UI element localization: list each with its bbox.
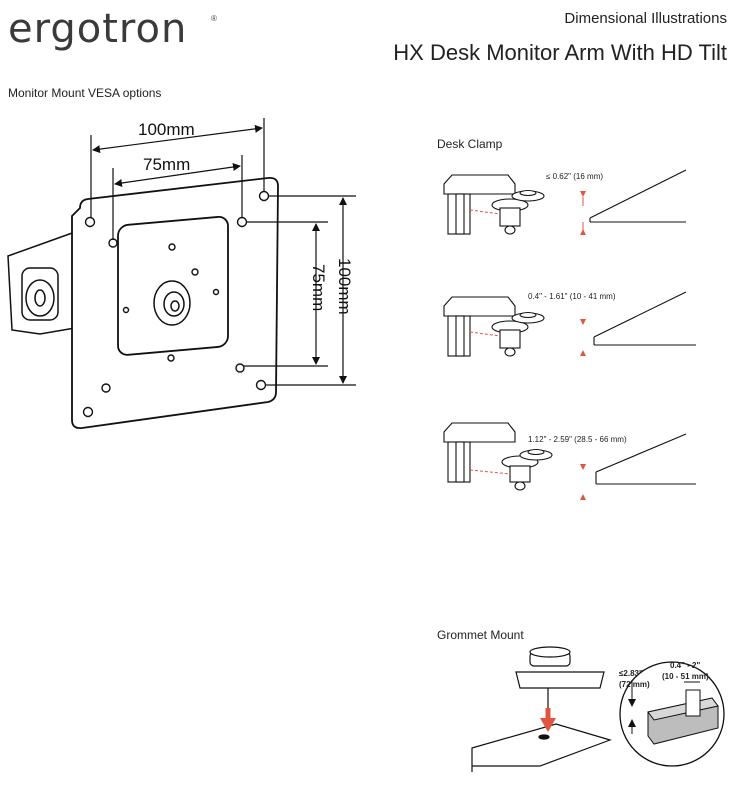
dim-75mm-vertical: 75mm	[309, 264, 328, 311]
grommet-section-label: Grommet Mount	[437, 628, 524, 642]
grommet-height-mm-label: (72 mm)	[619, 680, 650, 689]
page-subtitle: Dimensional Illustrations	[564, 10, 727, 27]
clamp-range-3-label: 1.12" - 2.59" (28.5 - 66 mm)	[528, 435, 627, 444]
arm-stub	[7, 230, 76, 335]
registered-mark: ®	[211, 14, 217, 23]
dim-100mm-vertical: 100mm	[335, 258, 354, 315]
desk-clamp-3	[443, 422, 696, 500]
clamp-range-2-label: 0.4" - 1.61" (10 - 41 mm)	[528, 292, 616, 301]
page-title: HX Desk Monitor Arm With HD Tilt	[393, 40, 727, 65]
vesa-dimensions	[90, 118, 356, 386]
dim-100mm-horizontal: 100mm	[138, 120, 195, 139]
ergotron-logo: ergotron	[8, 6, 188, 52]
desk-clamp-2	[443, 291, 696, 357]
desk-clamp-1	[443, 169, 687, 235]
center-hub	[153, 280, 191, 326]
desk-clamp-section-label: Desk Clamp	[437, 137, 503, 151]
vesa-section-label: Monitor Mount VESA options	[8, 86, 162, 100]
grommet-thickness-mm-label: (10 - 51 mm)	[662, 672, 709, 681]
grommet-height-label: ≤2.83"	[619, 669, 643, 678]
grommet-drawing	[471, 646, 725, 772]
grommet-thickness-label: 0.4" - 2"	[670, 661, 701, 670]
clamp-range-1-label: ≤ 0.62" (16 mm)	[546, 172, 604, 181]
dim-75mm-horizontal: 75mm	[143, 155, 190, 174]
